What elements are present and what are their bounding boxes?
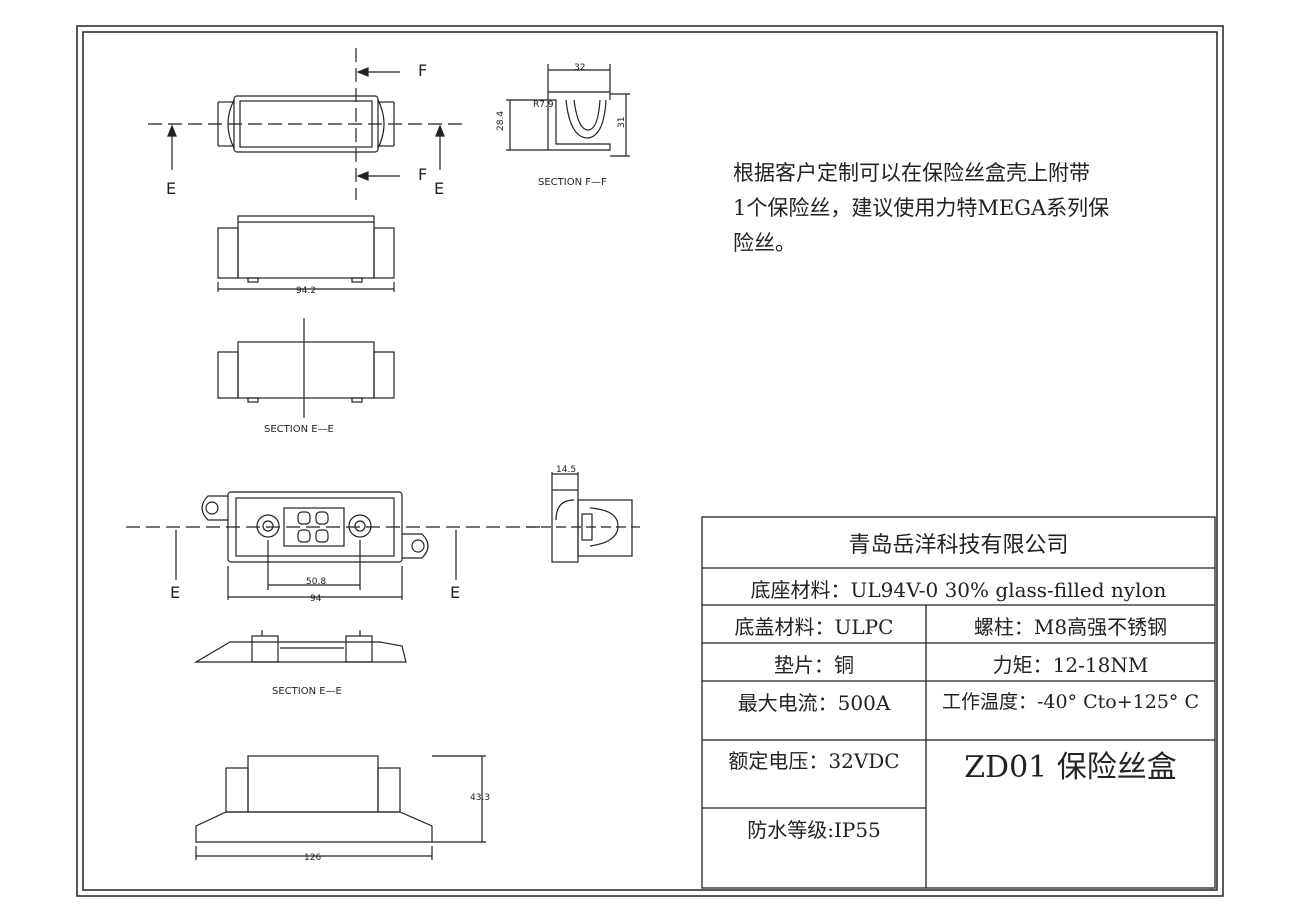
dim-32: 32 xyxy=(574,63,585,73)
section-ee-label-1: SECTION E—E xyxy=(264,424,334,435)
title-block-grid xyxy=(701,516,1216,889)
stud-material: 螺柱：M8高强不锈钢 xyxy=(973,615,1168,639)
section-ff-view xyxy=(506,64,630,157)
company-name: 青岛岳洋科技有限公司 xyxy=(848,533,1069,558)
dim-126: 126 xyxy=(304,853,321,863)
note-line-1: 根据客户定制可以在保险丝盒壳上附带 xyxy=(733,161,1090,185)
rated-voltage: 额定电压：32VDC xyxy=(728,749,900,773)
label-f-top: F xyxy=(418,61,427,80)
label-e-plan-left: E xyxy=(170,583,180,602)
dim-145: 14.5 xyxy=(556,465,576,475)
cover-material: 底盖材料：ULPC xyxy=(734,615,894,639)
label-f-bottom: F xyxy=(418,165,427,184)
dim-94: 94 xyxy=(310,594,322,604)
dim-r79: R7.9 xyxy=(533,100,554,110)
section-ee-lower-view xyxy=(193,630,407,663)
operating-temp: 工作温度：-40° Cto+125° C xyxy=(941,691,1199,713)
label-e-left: E xyxy=(166,179,176,198)
notes-text: 根据客户定制可以在保险丝盒壳上附带 1个保险丝，建议使用力特MEGA系列保 险丝… xyxy=(733,156,1113,261)
note-line-3: 险丝。 xyxy=(733,231,796,255)
dim-508: 50.8 xyxy=(306,577,326,587)
label-e-plan-right: E xyxy=(450,583,460,602)
outer-border xyxy=(76,25,1224,897)
washer-material: 垫片：铜 xyxy=(774,653,854,677)
side-view xyxy=(526,472,640,563)
dim-433: 43.3 xyxy=(470,793,490,803)
section-ff-label: SECTION F—F xyxy=(538,177,607,188)
torque-spec: 力矩：12-18NM xyxy=(992,653,1149,677)
front-view xyxy=(217,215,395,292)
elevation-view xyxy=(195,755,486,860)
dim-31: 31 xyxy=(617,117,627,128)
section-ee-label-2: SECTION E—E xyxy=(272,686,342,697)
dim-942: 94.2 xyxy=(296,286,316,296)
product-name: ZD01 保险丝盒 xyxy=(964,750,1177,785)
inner-border xyxy=(82,31,1218,891)
plan-view xyxy=(126,491,540,600)
ip-rating: 防水等级:IP55 xyxy=(747,818,881,842)
section-ee-view xyxy=(217,318,395,418)
top-view xyxy=(148,48,462,200)
dim-284: 28.4 xyxy=(496,111,506,131)
note-line-2: 1个保险丝，建议使用力特MEGA系列保 xyxy=(733,196,1110,220)
label-e-right: E xyxy=(434,179,444,198)
base-material: 底座材料：UL94V-0 30% glass-filled nylon xyxy=(750,578,1167,602)
max-current: 最大电流：500A xyxy=(737,691,891,715)
